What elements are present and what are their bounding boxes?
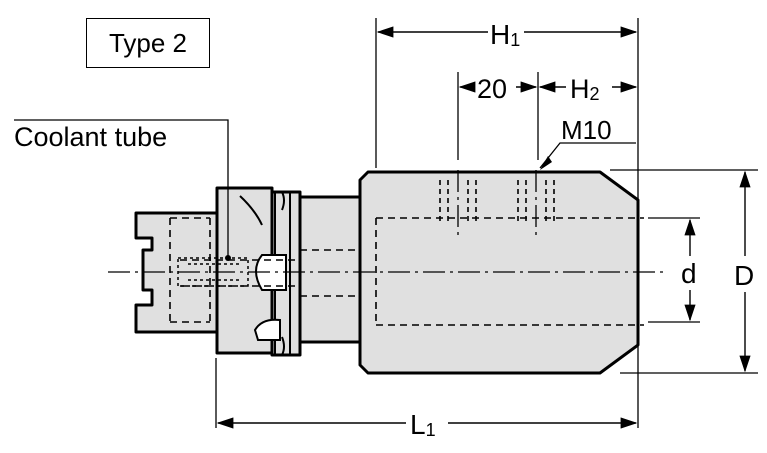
spacing-label: 20: [477, 74, 507, 104]
neck: [298, 195, 362, 344]
holder-body: [134, 170, 640, 375]
inner-diameter-label: d: [681, 258, 697, 289]
h2-label: H2: [570, 74, 600, 104]
coolant-tube-label: Coolant tube: [14, 122, 167, 152]
extension-lines: [215, 18, 758, 428]
h1-label: H1: [490, 19, 520, 50]
hidden-lines: [169, 217, 644, 326]
type-label-box: Type 2: [86, 18, 210, 68]
coolant-leader: [14, 119, 229, 258]
center-lines: [108, 170, 668, 273]
coolant-leader-dot: [225, 255, 231, 261]
tapped-holes: [439, 180, 555, 222]
m10-leader-arrow: [540, 156, 552, 170]
flange-details: [239, 191, 291, 356]
type-label: Type 2: [108, 27, 188, 58]
dimension-lines: [216, 26, 751, 429]
m10-label: M10: [561, 115, 612, 145]
outer-diameter-label: D: [734, 260, 754, 291]
l1-label: L1: [410, 409, 436, 440]
m10-leader: [539, 142, 636, 169]
